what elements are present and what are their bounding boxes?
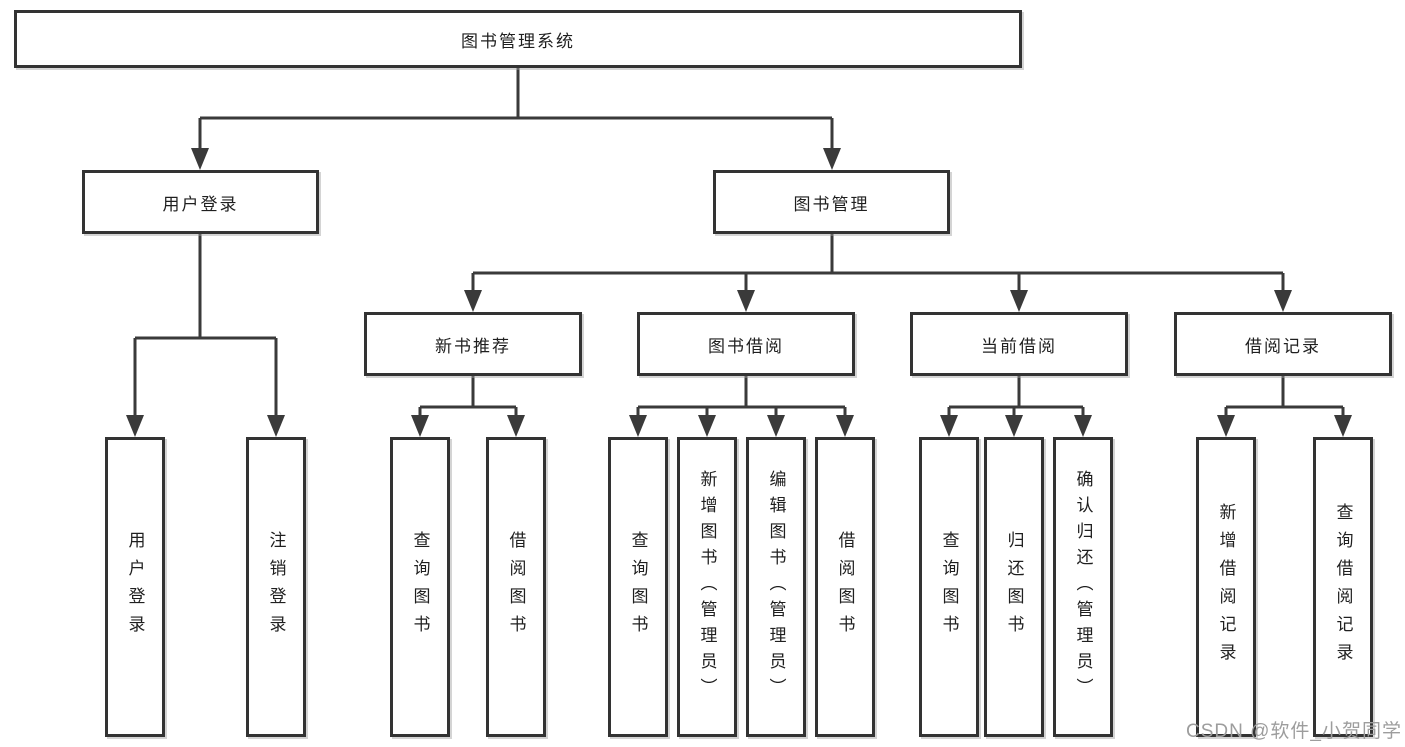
leaf-user-login: 用户登录: [105, 437, 165, 737]
node-new-book-recommend: 新书推荐: [364, 312, 582, 376]
leaf-borrow-books-recommend: 借阅图书: [486, 437, 546, 737]
leaf-add-borrow-record: 新增借阅记录: [1196, 437, 1256, 737]
leaf-borrow-books: 借阅图书: [815, 437, 875, 737]
leaf-edit-books-admin: 编辑图书（管理员）: [746, 437, 806, 737]
connector-book-borrow-branch: [629, 376, 854, 437]
leaf-query-borrow-record: 查询借阅记录: [1313, 437, 1373, 737]
connector-current-borrow-branch: [940, 376, 1092, 437]
csdn-watermark: CSDN @软件_小贺同学: [1186, 721, 1402, 742]
node-book-management: 图书管理: [713, 170, 950, 234]
leaf-query-books-current: 查询图书: [919, 437, 979, 737]
node-root-system: 图书管理系统: [14, 10, 1022, 68]
leaf-return-books: 归还图书: [984, 437, 1044, 737]
connector-user-login-branch: [126, 234, 285, 437]
connector-book-management-branch: [464, 234, 1292, 312]
leaf-query-books-recommend: 查询图书: [390, 437, 450, 737]
leaf-query-books-borrow: 查询图书: [608, 437, 668, 737]
connector-root-to-level2: [191, 68, 841, 170]
leaf-add-books-admin: 新增图书（管理员）: [677, 437, 737, 737]
connector-new-book-branch: [411, 376, 525, 437]
node-borrow-records: 借阅记录: [1174, 312, 1392, 376]
node-current-borrow: 当前借阅: [910, 312, 1128, 376]
node-book-borrow: 图书借阅: [637, 312, 855, 376]
leaf-logout: 注销登录: [246, 437, 306, 737]
connector-borrow-records-branch: [1217, 376, 1352, 437]
node-user-login: 用户登录: [82, 170, 319, 234]
leaf-confirm-return-admin: 确认归还（管理员）: [1053, 437, 1113, 737]
